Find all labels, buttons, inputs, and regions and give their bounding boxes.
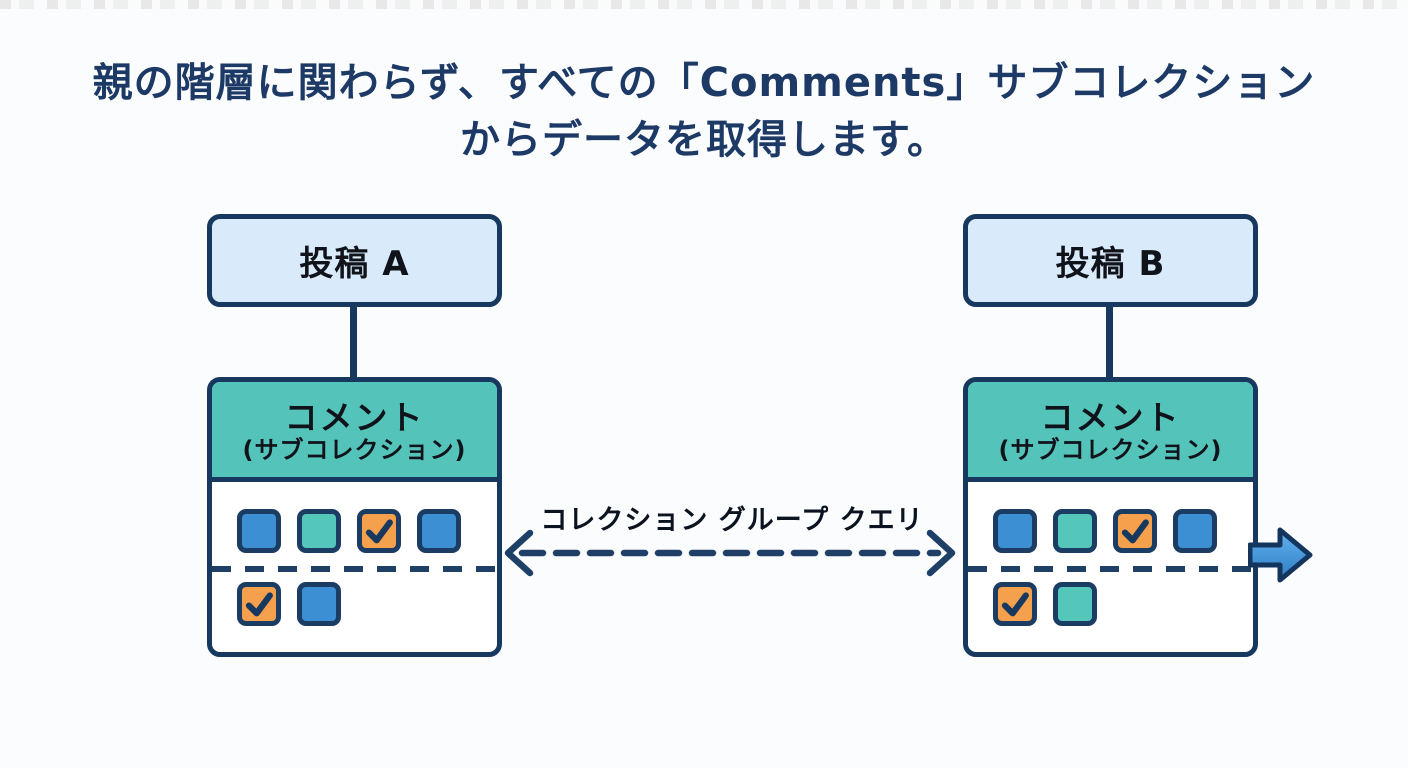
document-row (237, 509, 497, 553)
document-square (993, 509, 1037, 553)
card-a-partition-dashed-line (212, 566, 497, 572)
post-b-node: 投稿 B (963, 214, 1258, 307)
page-title: 親の階層に関わらず、すべての「Comments」サブコレクション からデータを取… (0, 55, 1408, 169)
top-edge-artifact (0, 0, 1408, 9)
comments-card-b: コメント (サブコレクション) (963, 377, 1258, 657)
document-square-checked (993, 582, 1037, 626)
card-b-subtitle: (サブコレクション) (998, 435, 1223, 464)
page-title-line2: からデータを取得します。 (460, 117, 948, 163)
card-b-header: コメント (サブコレクション) (968, 382, 1253, 482)
document-square-checked (237, 582, 281, 626)
page-title-line1: 親の階層に関わらず、すべての「Comments」サブコレクション (92, 60, 1316, 106)
result-arrow-icon (1248, 527, 1313, 583)
card-b-documents (968, 482, 1253, 626)
document-square (1053, 509, 1097, 553)
checkmark-icon (1121, 519, 1149, 544)
document-square (297, 582, 341, 626)
document-square (417, 509, 461, 553)
card-b-partition-dashed-line (968, 566, 1253, 572)
card-b-title: コメント (1040, 397, 1181, 437)
document-square-checked (357, 509, 401, 553)
collection-group-query-label: コレクション グループ クエリ (540, 505, 924, 536)
document-row (993, 582, 1253, 626)
checkmark-icon (365, 519, 393, 544)
post-a-node: 投稿 A (207, 214, 502, 307)
card-a-title: コメント (284, 397, 425, 437)
document-row (237, 582, 497, 626)
document-square (1173, 509, 1217, 553)
checkmark-icon (245, 592, 273, 617)
document-square (297, 509, 341, 553)
card-a-header: コメント (サブコレクション) (212, 382, 497, 482)
document-square (237, 509, 281, 553)
connector-line-a (350, 307, 357, 379)
card-a-subtitle: (サブコレクション) (242, 435, 467, 464)
post-b-label: 投稿 B (1055, 244, 1166, 284)
document-row (993, 509, 1253, 553)
dashed-double-arrow-icon (504, 529, 956, 577)
connector-line-b (1106, 307, 1113, 379)
document-square-checked (1113, 509, 1157, 553)
card-a-documents (212, 482, 497, 626)
checkmark-icon (1001, 592, 1029, 617)
post-a-label: 投稿 A (299, 244, 410, 284)
comments-card-a: コメント (サブコレクション) (207, 377, 502, 657)
document-square (1053, 582, 1097, 626)
